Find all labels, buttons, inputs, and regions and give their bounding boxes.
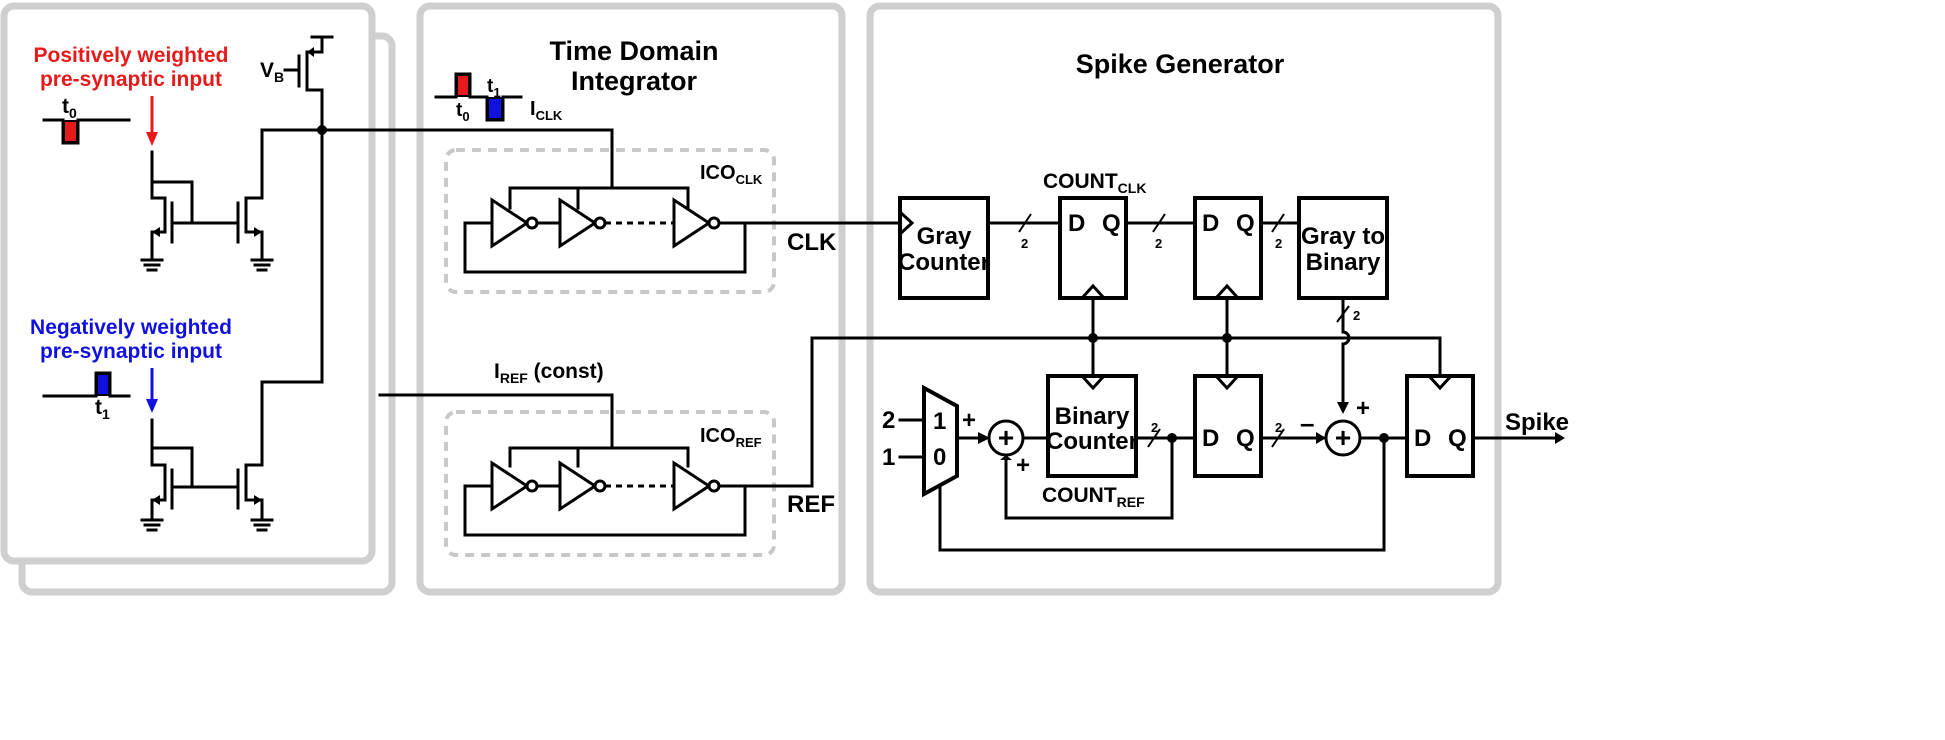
clk-label: CLK <box>787 229 837 256</box>
svg-text:2: 2 <box>1275 420 1282 435</box>
ground-symbol <box>140 258 164 272</box>
svg-text:Binary: Binary <box>1055 403 1130 430</box>
svg-text:Counter: Counter <box>898 249 990 276</box>
positive-input-label-line1: Positively weighted <box>34 44 229 67</box>
t1-label: t1 <box>95 396 110 422</box>
binary-counter: Binary Counter <box>1046 373 1138 478</box>
svg-text:1: 1 <box>882 444 895 471</box>
svg-text:2: 2 <box>1155 236 1162 251</box>
svg-text:2: 2 <box>1275 236 1282 251</box>
ico-clk-boundary <box>444 148 776 294</box>
mux: 1 0 2 1 <box>882 384 959 552</box>
iclk-t1-label: t1 <box>487 76 501 100</box>
iref-label: IREF (const) <box>494 360 604 386</box>
ref-label: REF <box>787 491 835 518</box>
svg-text:Counter: Counter <box>1046 428 1138 455</box>
svg-text:D: D <box>1414 425 1431 452</box>
negative-input-label-line2: pre-synaptic input <box>40 340 222 363</box>
iclk-t0-label: t0 <box>456 100 470 124</box>
input-panel <box>0 2 396 596</box>
adder: + <box>987 419 1025 457</box>
ground-symbol <box>140 518 164 532</box>
ground-symbol <box>250 518 274 532</box>
ref-net <box>743 336 1442 488</box>
iref-wire <box>378 393 614 450</box>
dff-bottom-1: D Q <box>1193 373 1263 478</box>
svg-text:Q: Q <box>1236 425 1255 452</box>
ico-ref-boundary <box>444 410 776 557</box>
bus-width-mark: 2 <box>1152 213 1166 251</box>
g2b-output-wire <box>1341 296 1351 405</box>
ico-clk-label: ICOCLK <box>700 162 763 187</box>
negative-input-label-line1: Negatively weighted <box>30 316 232 339</box>
inverter-n <box>672 197 712 249</box>
integrator-panel <box>416 2 846 596</box>
iclk-pulse: t1 t0 ICLK <box>434 72 563 124</box>
svg-text:+: + <box>998 422 1014 453</box>
subtractor: + <box>1324 419 1362 457</box>
subtractor-minus: – <box>1300 408 1314 438</box>
svg-text:Q: Q <box>1102 210 1121 237</box>
svg-text:D: D <box>1068 210 1085 237</box>
count-clk-label: COUNTCLK <box>1043 170 1146 196</box>
spike-generator-title: Spike Generator <box>1076 49 1285 79</box>
adder-plus-in: + <box>962 407 976 434</box>
spike-output-label: Spike <box>1505 409 1569 436</box>
svg-text:Gray: Gray <box>917 223 972 250</box>
adder-plus-feedback: + <box>1016 452 1030 479</box>
svg-text:2: 2 <box>882 407 895 434</box>
svg-text:0: 0 <box>933 444 946 471</box>
positive-input-label-line2: pre-synaptic input <box>40 68 222 91</box>
ico-ref: ICOREF <box>444 410 776 557</box>
input-panel-front <box>0 2 376 565</box>
svg-text:2: 2 <box>1353 308 1360 323</box>
bus-width-mark: 2 <box>1271 420 1285 448</box>
count-ref-label: COUNTREF <box>1042 484 1145 510</box>
subtractor-plus: + <box>1356 395 1370 422</box>
svg-text:+: + <box>1335 422 1351 453</box>
ico-ref-label: ICOREF <box>700 425 762 450</box>
dff-top-2: D Q <box>1193 196 1263 301</box>
iclk-label: ICLK <box>530 98 563 123</box>
bus-width-mark: 2 <box>1271 213 1285 251</box>
negative-pulse: t1 <box>42 371 131 422</box>
svg-text:1: 1 <box>933 408 946 435</box>
svg-text:2: 2 <box>1021 236 1028 251</box>
bus-width-mark: 2 <box>1018 213 1032 251</box>
bus-width-mark: 2 <box>1147 420 1161 448</box>
integrator-title-line2: Integrator <box>571 66 698 96</box>
t0-label: t0 <box>62 95 77 121</box>
svg-text:Q: Q <box>1448 425 1467 452</box>
ground-symbol <box>250 258 274 272</box>
inverter-n <box>672 460 712 512</box>
positive-pulse: t0 <box>42 95 131 145</box>
gray-to-binary: Gray to Binary <box>1297 196 1389 300</box>
ico-clk: ICOCLK <box>444 148 776 294</box>
svg-text:D: D <box>1202 425 1219 452</box>
svg-text:Gray to: Gray to <box>1301 223 1385 250</box>
pmos-bias-source: VB <box>260 35 334 384</box>
svg-text:Binary: Binary <box>1306 249 1381 276</box>
vb-label: VB <box>260 59 284 85</box>
inverter-2 <box>558 460 598 512</box>
svg-text:2: 2 <box>1151 420 1158 435</box>
negative-input-arrowhead <box>146 399 158 413</box>
iclk-wire <box>320 128 614 190</box>
gray-counter: Gray Counter <box>897 196 990 300</box>
svg-text:D: D <box>1202 210 1219 237</box>
current-mirror-positive <box>140 128 324 272</box>
dff-top-1: D Q <box>1058 196 1128 301</box>
positive-input-arrowhead <box>146 132 158 146</box>
dff-output: D Q <box>1405 373 1475 478</box>
inverter-2 <box>558 197 598 249</box>
bus-width-mark: 2 <box>1336 305 1360 323</box>
current-mirror-negative <box>140 380 324 532</box>
svg-text:Q: Q <box>1236 210 1255 237</box>
integrator-title-line1: Time Domain <box>549 36 718 66</box>
